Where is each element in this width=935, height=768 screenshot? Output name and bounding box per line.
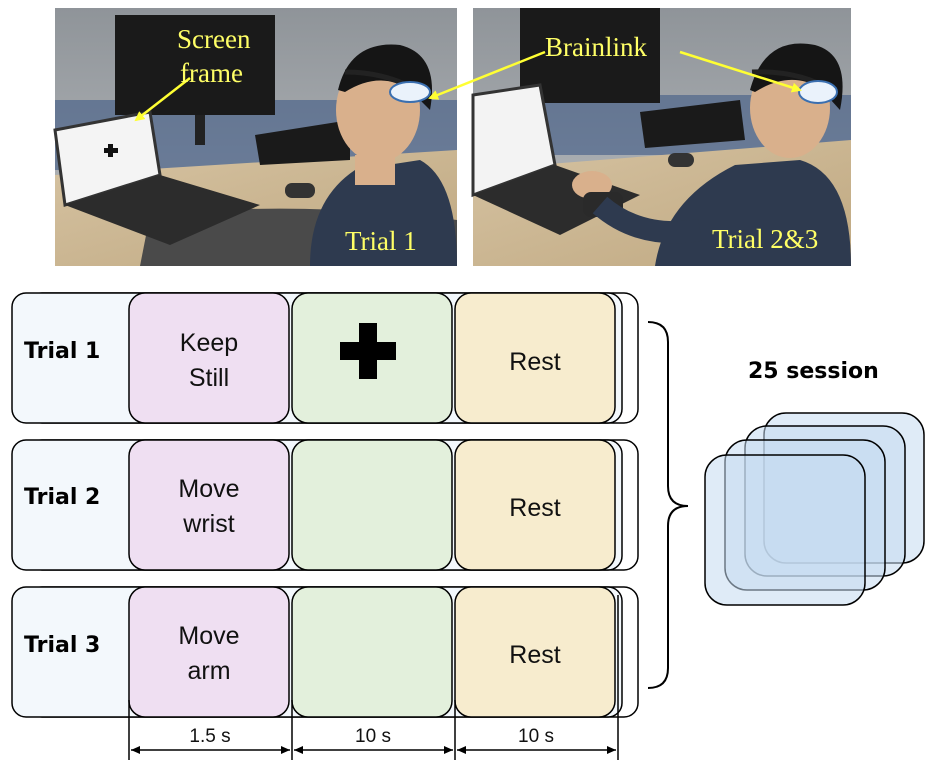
photo-trial-1: Screen frame Trial 1: [53, 8, 457, 266]
trial-label: Trial 2: [24, 485, 100, 510]
task-block: [128, 292, 290, 424]
photo-trial-2-3-label: Trial 2&3: [712, 224, 818, 254]
laptop-keyboard: [65, 175, 260, 245]
mouse: [668, 153, 694, 167]
task-text-line1: Move: [178, 475, 239, 503]
brainlink-label: Brainlink: [545, 32, 647, 62]
screen-fixation-cross-icon: [104, 144, 118, 157]
screen-frame-label-line1: Screen: [177, 24, 251, 54]
duration-cue-label: 10 s: [355, 726, 391, 747]
monitor: [520, 8, 660, 103]
mouse: [285, 183, 315, 198]
screen-frame-arrow: [134, 77, 191, 122]
session-stack: 25 session: [704, 359, 925, 606]
session-card: [704, 454, 866, 606]
rest-text: Rest: [509, 641, 560, 669]
rest-text: Rest: [509, 348, 560, 376]
rest-block: [454, 586, 616, 718]
task-text-line1: Keep: [180, 329, 238, 357]
session-label: 25 session: [748, 359, 879, 384]
rest-block: [454, 292, 616, 424]
screen-frame-label-line2: frame: [180, 58, 243, 88]
trial-row-1: Trial 1 Keep Still Rest: [11, 292, 639, 424]
duration-rest-label: 10 s: [518, 726, 554, 747]
photo-trial-2-3: Brainlink Trial 2&3: [428, 8, 851, 266]
fixation-cross-icon: [340, 323, 396, 379]
task-text-line2: arm: [187, 657, 230, 685]
task-block: [128, 439, 290, 571]
task-text-line2: Still: [189, 364, 229, 392]
monitor: [115, 15, 275, 115]
curly-brace: [647, 321, 689, 689]
trial-label: Trial 3: [24, 633, 100, 658]
rest-block: [454, 439, 616, 571]
person-body: [655, 160, 851, 266]
task-block: [128, 586, 290, 718]
duration-task-label: 1.5 s: [189, 726, 230, 747]
trial-row-3: Trial 3 Move arm Rest: [11, 586, 639, 718]
task-text-line2: wrist: [182, 510, 234, 538]
duration-axis: 1.5 s 10 s 10 s: [128, 595, 619, 760]
trial-label: Trial 1: [24, 339, 100, 364]
photo-trial-1-label: Trial 1: [345, 226, 417, 256]
person-body: [310, 160, 457, 266]
task-text-line1: Move: [178, 622, 239, 650]
rest-text: Rest: [509, 494, 560, 522]
cue-block: [291, 586, 453, 718]
cue-block: [291, 439, 453, 571]
trial-row-2: Trial 2 Move wrist Rest: [11, 439, 639, 571]
brainlink-arrow-left: [428, 50, 546, 100]
brainlink-arrow-right: [679, 50, 802, 93]
